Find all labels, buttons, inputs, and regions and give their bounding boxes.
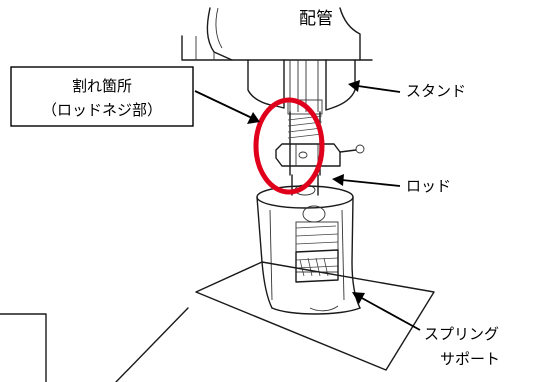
arrow-head-icon [247,112,260,124]
spring-support-label: スプリング [424,325,499,343]
rod-label: ロッド [406,177,451,195]
crack-highlight-ellipse [253,97,325,195]
spring-support-drawing [256,185,361,315]
rod-callout: ロッド [332,174,451,195]
spring-support-sublabel: サポート [440,350,500,368]
piping-label: 配管 [299,9,333,29]
spring-support-callout: スプリング サポート [352,292,500,368]
piping-drawing [181,7,373,61]
arrow-head-icon [352,292,365,304]
stand-callout: スタンド [348,80,466,100]
crack-location-sublabel: （ロッドネジ部） [42,101,162,119]
crack-arrow [194,90,260,124]
base-plate-drawing [195,261,435,371]
stand-label: スタンド [406,82,466,100]
crack-location-callout: 割れ箇所 （ロッドネジ部） [10,66,194,127]
arrow-head-icon [348,80,360,92]
arrow-head-icon [332,174,344,186]
partial-inset-frame [0,307,189,382]
crack-location-label: 割れ箇所 [72,77,132,95]
